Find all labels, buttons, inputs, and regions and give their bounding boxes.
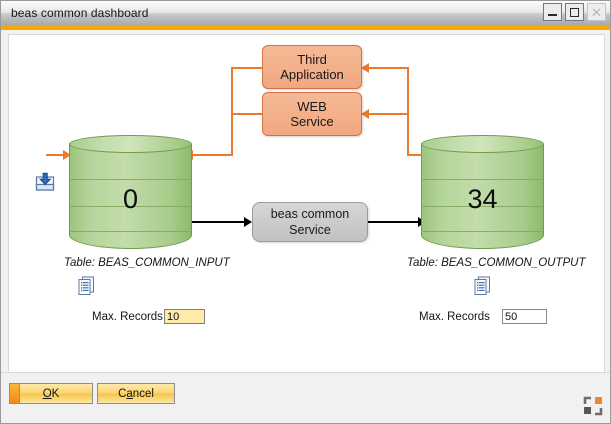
cylinder-output-table-label: Table: BEAS_COMMON_OUTPUT — [407, 257, 586, 269]
accent-bar — [1, 25, 610, 30]
arrow-into-service — [244, 217, 252, 227]
document-list-icon-right[interactable] — [474, 276, 491, 296]
connector-to-web-service — [367, 113, 409, 115]
cylinder-input-table-label: Table: BEAS_COMMON_INPUT — [64, 257, 230, 269]
window-title: beas common dashboard — [11, 6, 149, 20]
window-controls: ✕ — [543, 3, 606, 21]
cylinder-input-band-3 — [69, 231, 192, 232]
connector-input-to-service — [189, 221, 245, 223]
connector-to-third-application — [367, 67, 409, 69]
close-icon: ✕ — [591, 4, 602, 20]
web-service-line2: Service — [290, 114, 334, 129]
cylinder-input-top — [69, 135, 192, 153]
web-service-line1: WEB — [297, 99, 327, 114]
arrow-into-web-service — [361, 109, 369, 119]
max-records-input-left[interactable] — [164, 309, 205, 324]
arrow-into-input-cylinder-left — [63, 150, 71, 160]
ok-button[interactable]: OK — [9, 383, 93, 404]
cylinder-input-band-2 — [69, 206, 192, 207]
import-tray-icon[interactable] — [35, 172, 55, 192]
cancel-button[interactable]: Cancel — [97, 383, 175, 404]
cylinder-output-band-2 — [421, 206, 544, 207]
resize-grip-icon[interactable] — [583, 396, 603, 416]
service-line1: beas common — [270, 207, 350, 221]
third-application-line2: Application — [280, 67, 344, 82]
cylinder-output-count: 34 — [467, 184, 498, 214]
cylinder-input[interactable]: 0 — [69, 135, 192, 249]
connector-web-service-out — [231, 113, 263, 115]
third-application-line1: Third — [297, 52, 327, 67]
connector-service-to-output — [368, 221, 420, 223]
cylinder-output-top — [421, 135, 544, 153]
max-records-label-right: Max. Records — [419, 311, 490, 323]
node-web-service[interactable]: WEB Service — [262, 92, 362, 136]
cylinder-output-band-1 — [421, 179, 544, 180]
minimize-icon — [548, 14, 557, 16]
dialog-footer: OK Cancel — [1, 372, 610, 423]
cylinder-input-count: 0 — [122, 184, 139, 214]
cancel-button-label: Cancel — [118, 387, 154, 400]
connector-left-riser — [231, 67, 233, 156]
connector-import-in — [46, 154, 64, 156]
document-list-icon-left[interactable] — [78, 276, 95, 296]
ok-button-label: OK — [42, 387, 60, 400]
maximize-button[interactable] — [565, 3, 584, 21]
node-beas-common-service[interactable]: beas common Service — [252, 202, 368, 242]
arrow-into-third-application — [361, 63, 369, 73]
ok-button-accent — [10, 384, 20, 403]
title-bar[interactable]: beas common dashboard ✕ — [1, 1, 610, 26]
max-records-input-right[interactable] — [502, 309, 547, 324]
max-records-label-left: Max. Records — [92, 311, 163, 323]
close-button[interactable]: ✕ — [587, 3, 606, 21]
connector-third-application-out — [231, 67, 263, 69]
minimize-button[interactable] — [543, 3, 562, 21]
node-third-application[interactable]: Third Application — [262, 45, 362, 89]
connector-right-riser — [407, 67, 409, 156]
cylinder-output-band-3 — [421, 231, 544, 232]
diagram-canvas: Third Application WEB Service beas commo… — [8, 34, 605, 375]
connector-left-bottom — [191, 154, 233, 156]
cylinder-output[interactable]: 34 — [421, 135, 544, 249]
cylinder-input-band-1 — [69, 179, 192, 180]
service-line2: Service — [289, 223, 331, 237]
maximize-icon — [570, 7, 579, 17]
